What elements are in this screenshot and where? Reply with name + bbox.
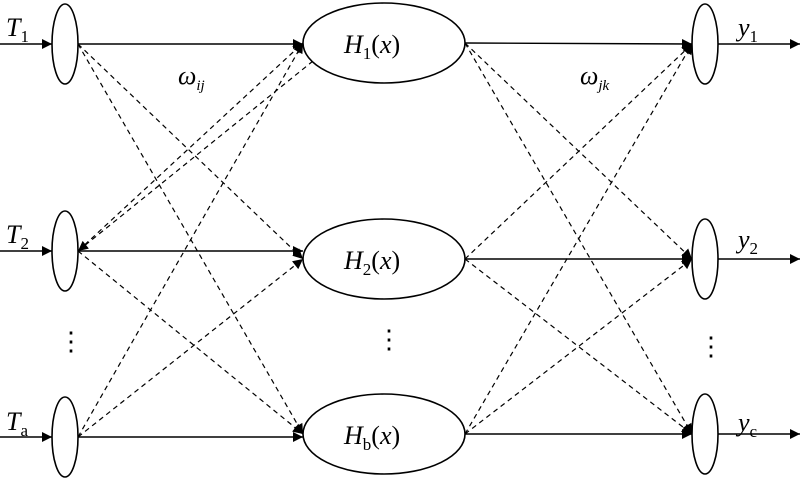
output-node-3 [691, 393, 719, 475]
link-in2-hid3 [77, 250, 304, 435]
link-hid2-out1 [464, 43, 693, 260]
input-label-3: Ta [6, 407, 28, 440]
connections [0, 38, 800, 442]
output-label-2: y2 [735, 225, 758, 258]
link-in2-hid1 [77, 42, 304, 252]
input-node-1 [51, 3, 79, 85]
ellipsis-1: ⋮ [58, 327, 84, 356]
ellipsis-2: ⋮ [376, 325, 402, 354]
link-in3-hid1 [77, 42, 304, 438]
output-label-3: yc [735, 408, 758, 441]
link-in3-hid2 [77, 258, 304, 438]
link-hid1-out1 [464, 38, 693, 49]
hidden-node-2 [302, 218, 466, 300]
weight-label-hidden-output: ωjk [580, 61, 610, 94]
link-in1-hid2 [77, 43, 304, 260]
hidden-label-2: H2(x) [343, 246, 400, 279]
output-label-1: y1 [735, 13, 758, 46]
link-hid3-out1 [464, 43, 693, 435]
output-node-1 [691, 3, 719, 85]
input-label-2: T2 [6, 220, 29, 253]
input-node-3 [51, 396, 79, 478]
input-node-2 [51, 210, 79, 292]
link-hid2-out3 [464, 258, 693, 435]
hidden-label-1: H1(x) [343, 30, 400, 63]
hidden-label-3: Hb(x) [343, 421, 400, 454]
input-label-1: T1 [6, 13, 29, 46]
link-hid3-out2 [464, 258, 693, 435]
ellipsis-3: ⋮ [698, 332, 724, 361]
weight-label-input-hidden: ωij [178, 61, 205, 94]
hidden-node-1 [302, 2, 466, 84]
output-node-2 [691, 218, 719, 300]
hidden-node-3 [302, 393, 466, 475]
nodes [51, 2, 719, 478]
